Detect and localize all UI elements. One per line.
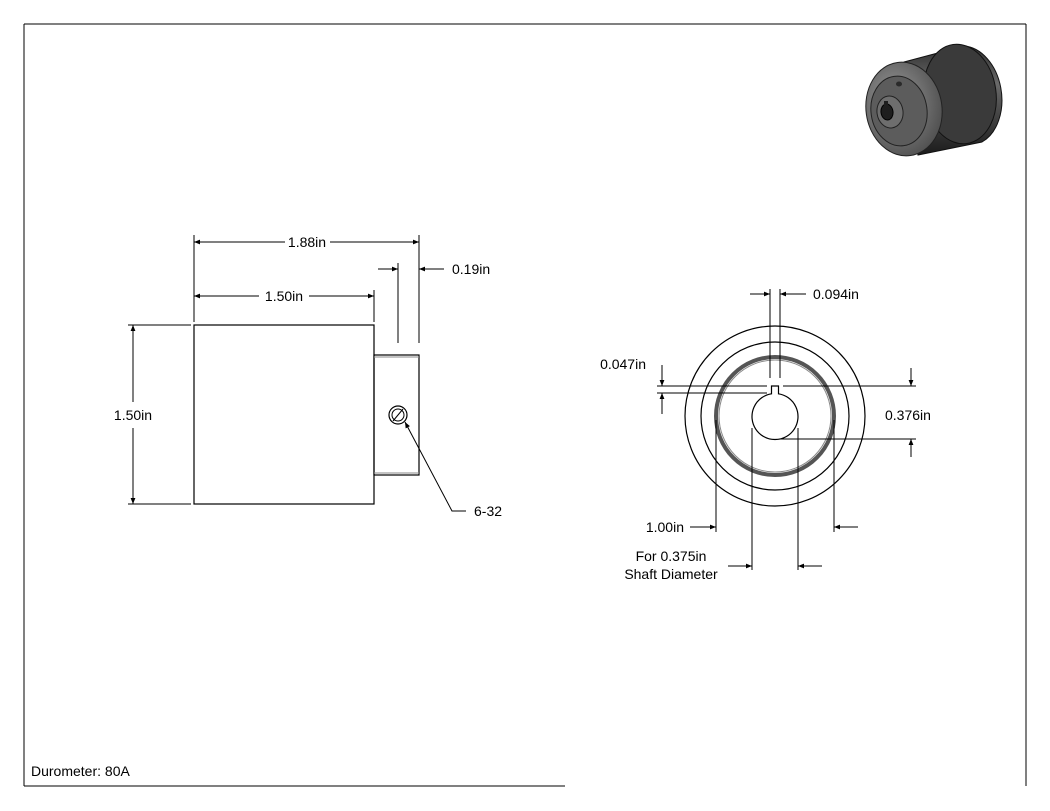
note-set-screw: 6-32	[474, 503, 502, 519]
roller-body	[193, 324, 375, 505]
dim-overall-length: 1.88in	[288, 234, 326, 250]
dim-keyway-depth: 0.047in	[600, 356, 646, 372]
side-view: 1.88in 0.19in 1.50in 1.50in 6-32	[114, 234, 502, 519]
dim-keyway-width: 0.094in	[813, 286, 859, 302]
roller-outer-circle	[684, 325, 866, 507]
roller-inner-circle	[700, 341, 850, 491]
dim-shaft-line1: For 0.375in	[636, 548, 707, 564]
hub-ring	[714, 355, 836, 477]
dim-shaft-line2: Shaft Diameter	[624, 566, 718, 582]
end-view: 0.094in 0.047in 0.376in 1.00in For 0.375…	[600, 286, 931, 582]
dim-hub-length: 0.19in	[452, 261, 490, 277]
dim-diameter: 1.50in	[114, 407, 152, 423]
dim-hub-diameter: 1.00in	[646, 519, 684, 535]
sheet-border	[23, 23, 1027, 787]
roller-hub	[373, 354, 420, 476]
iso-view-roller-3d-icon	[865, 43, 1003, 157]
dim-body-length: 1.50in	[265, 288, 303, 304]
dim-bore: 0.376in	[885, 407, 931, 423]
bore-with-keyway	[751, 385, 799, 441]
durometer-note: Durometer: 80A	[31, 763, 130, 779]
set-screw-hole	[388, 405, 408, 425]
